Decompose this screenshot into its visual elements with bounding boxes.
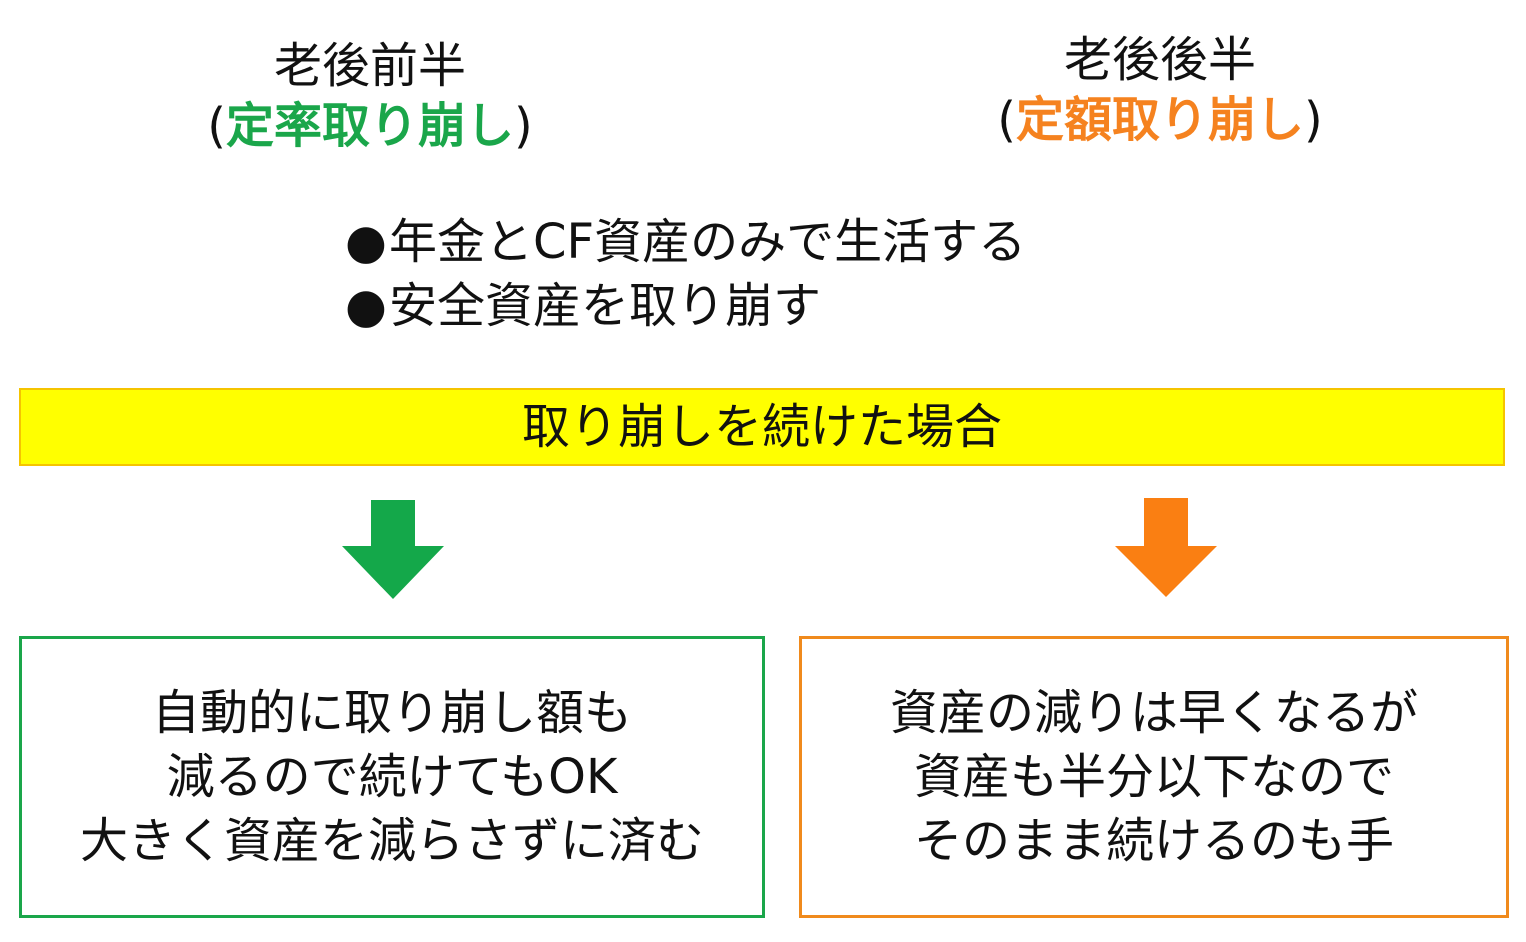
arrow-down-icon — [342, 500, 444, 599]
bullet-item: ●年金とCF資産のみで生活する — [345, 210, 1026, 274]
condition-banner: 取り崩しを続けた場合 — [19, 388, 1505, 466]
bullet-marker: ● — [345, 214, 387, 270]
left-method-label: 定率取り崩し — [225, 98, 514, 154]
bullet-item: ●安全資産を取り崩す — [345, 274, 1026, 338]
left-column-subtitle: (定率取り崩し) — [170, 96, 570, 156]
bullet-text: 年金とCF資産のみで生活する — [389, 214, 1027, 270]
left-result-line: 自動的に取り崩し額も — [151, 685, 632, 741]
banner-text: 取り崩しを続けた場合 — [521, 399, 1002, 455]
left-result-line: 大きく資産を減らさずに済む — [79, 813, 704, 869]
left-paren-close: ) — [514, 98, 533, 154]
bullet-text: 安全資産を取り崩す — [389, 278, 822, 334]
right-result-line: そのまま続けるのも手 — [913, 813, 1394, 869]
left-paren-open: ( — [207, 98, 226, 154]
right-paren-open: ( — [997, 92, 1016, 148]
left-result-line: 減るので続けてもOK — [166, 749, 618, 805]
right-column-heading: 老後後半 (定額取り崩し) — [960, 30, 1360, 150]
right-result-box: 資産の減りは早くなるが 資産も半分以下なので そのまま続けるのも手 — [799, 636, 1509, 918]
right-result-line: 資産の減りは早くなるが — [889, 685, 1418, 741]
left-column-title: 老後前半 — [273, 38, 466, 94]
right-result-line: 資産も半分以下なので — [913, 749, 1394, 805]
right-column-subtitle: (定額取り崩し) — [960, 90, 1360, 150]
right-column-title: 老後後半 — [1063, 32, 1256, 88]
bullet-list: ●年金とCF資産のみで生活する ●安全資産を取り崩す — [345, 210, 1026, 338]
right-method-label: 定額取り崩し — [1015, 92, 1304, 148]
left-column-heading: 老後前半 (定率取り崩し) — [170, 36, 570, 156]
bullet-marker: ● — [345, 278, 387, 334]
arrow-down-icon — [1115, 498, 1217, 597]
left-result-box: 自動的に取り崩し額も 減るので続けてもOK 大きく資産を減らさずに済む — [19, 636, 765, 918]
right-paren-close: ) — [1304, 92, 1323, 148]
